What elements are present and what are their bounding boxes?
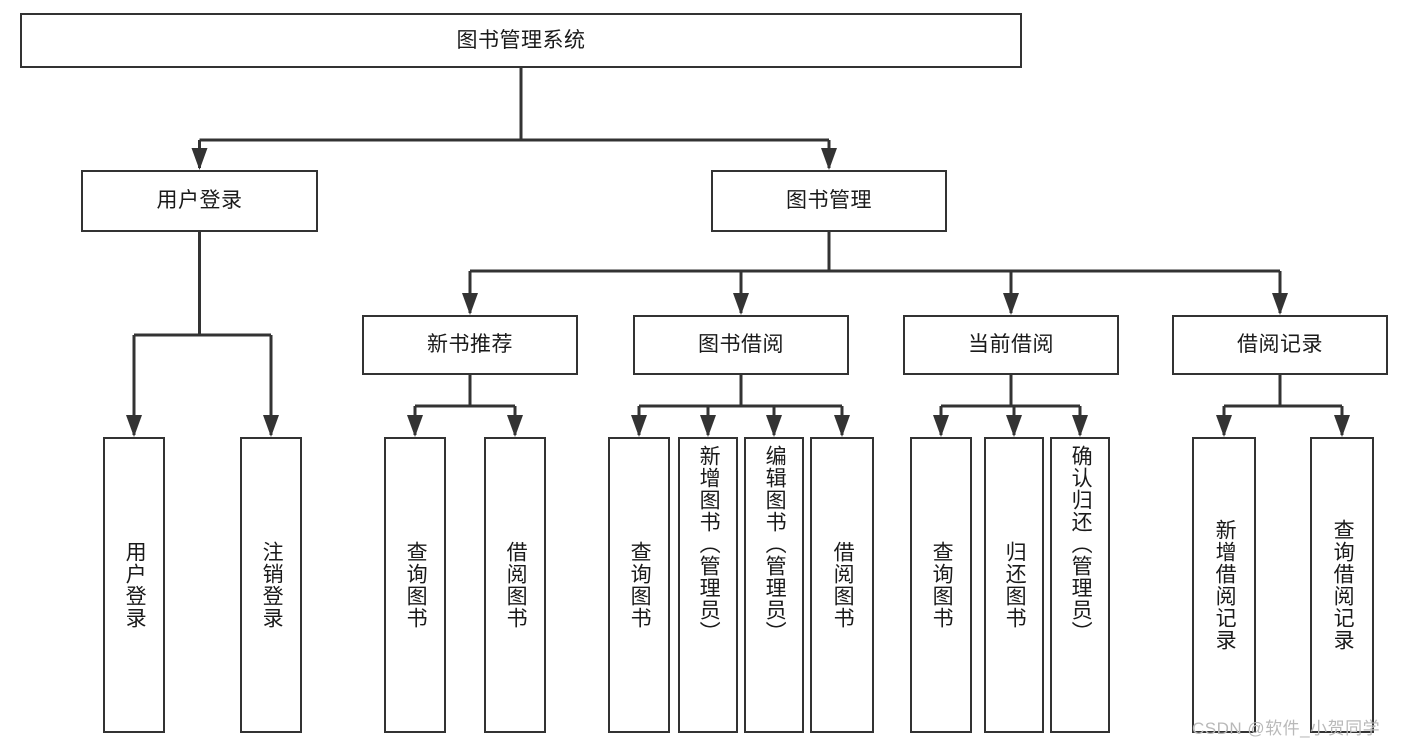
arrowhead-icon [1003, 293, 1019, 315]
node-borrow[interactable]: 图书借阅 [633, 315, 849, 375]
node-label: 借阅图书 [831, 541, 855, 629]
arrowhead-icon [407, 415, 423, 437]
arrowhead-icon [462, 293, 478, 315]
node-l-logout[interactable]: 注销登录 [240, 437, 302, 733]
node-label: 借阅图书 [504, 541, 528, 629]
node-root[interactable]: 图书管理系统 [20, 13, 1022, 68]
node-l-login[interactable]: 用户登录 [103, 437, 165, 733]
node-bookmgmt[interactable]: 图书管理 [711, 170, 947, 232]
node-label: 查询图书 [404, 541, 428, 629]
arrowhead-icon [1334, 415, 1350, 437]
arrowhead-icon [263, 415, 279, 437]
node-l-retbook[interactable]: 归还图书 [984, 437, 1044, 733]
arrowhead-icon [1216, 415, 1232, 437]
node-label: 新增借阅记录 [1213, 519, 1237, 651]
node-l-edibook[interactable]: 编辑图书（管理员） [744, 437, 804, 733]
node-label: 归还图书 [1003, 541, 1027, 629]
node-l-confirm[interactable]: 确认归还（管理员） [1050, 437, 1110, 733]
node-label: 图书借阅 [698, 333, 784, 357]
arrowhead-icon [1006, 415, 1022, 437]
node-label: 新增图书（管理员） [697, 445, 721, 643]
node-label: 借阅记录 [1237, 333, 1323, 357]
node-l-qbook1[interactable]: 查询图书 [384, 437, 446, 733]
node-label: 图书管理系统 [456, 28, 586, 52]
node-l-qbook2[interactable]: 查询图书 [608, 437, 670, 733]
node-label: 新书推荐 [427, 333, 513, 357]
arrowhead-icon [631, 415, 647, 437]
watermark: CSDN @软件_小贺同学 [1192, 719, 1381, 738]
node-current[interactable]: 当前借阅 [903, 315, 1119, 375]
node-label: 用户登录 [156, 189, 243, 213]
node-label: 确认归还（管理员） [1069, 445, 1093, 643]
node-l-addrec[interactable]: 新增借阅记录 [1192, 437, 1256, 733]
node-l-qbook3[interactable]: 查询图书 [910, 437, 972, 733]
arrowhead-icon [933, 415, 949, 437]
node-newrec[interactable]: 新书推荐 [362, 315, 578, 375]
node-label: 查询图书 [930, 541, 954, 629]
arrowhead-icon [766, 415, 782, 437]
node-label: 当前借阅 [968, 333, 1054, 357]
node-label: 编辑图书（管理员） [763, 445, 787, 643]
arrowhead-icon [507, 415, 523, 437]
arrowhead-icon [191, 148, 208, 170]
arrowhead-icon [1072, 415, 1088, 437]
node-label: 查询借阅记录 [1331, 519, 1355, 651]
arrowhead-icon [834, 415, 850, 437]
arrowhead-icon [733, 293, 749, 315]
node-l-bbook1[interactable]: 借阅图书 [484, 437, 546, 733]
arrowhead-icon [126, 415, 142, 437]
node-records[interactable]: 借阅记录 [1172, 315, 1388, 375]
arrowhead-icon [1272, 293, 1288, 315]
node-l-qryrec[interactable]: 查询借阅记录 [1310, 437, 1374, 733]
arrowhead-icon [821, 148, 837, 170]
node-label: 用户登录 [123, 541, 147, 629]
node-login[interactable]: 用户登录 [81, 170, 318, 232]
node-label: 图书管理 [786, 189, 872, 213]
node-l-addbook[interactable]: 新增图书（管理员） [678, 437, 738, 733]
arrowhead-icon [700, 415, 716, 437]
node-label: 注销登录 [260, 541, 284, 629]
node-l-bbook2[interactable]: 借阅图书 [810, 437, 874, 733]
node-label: 查询图书 [628, 541, 652, 629]
